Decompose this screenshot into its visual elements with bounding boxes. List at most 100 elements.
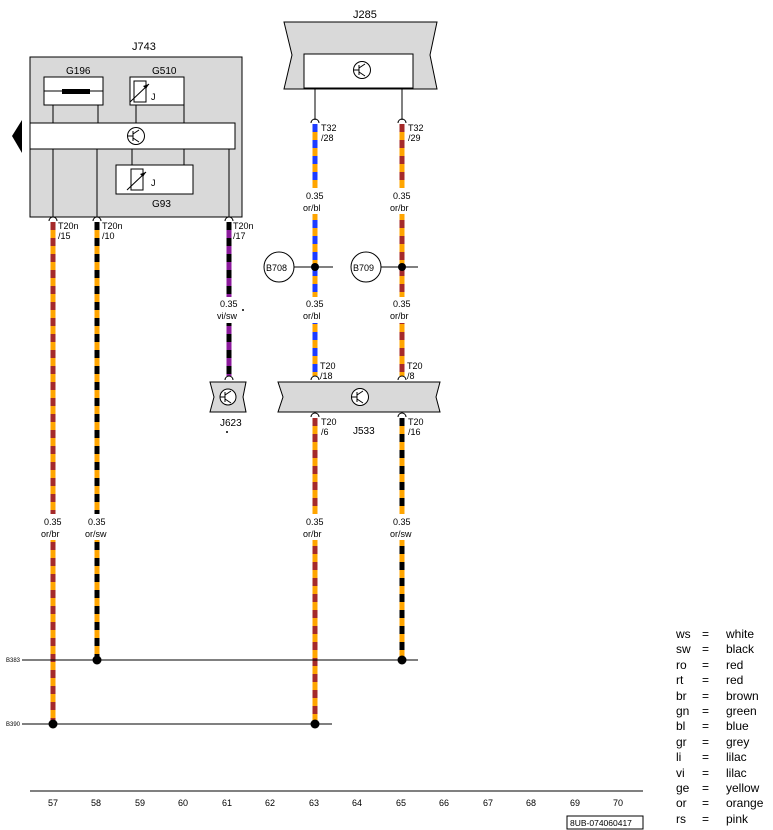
legend-eq: = (702, 811, 710, 826)
svg-text:/8: /8 (407, 371, 415, 381)
legend-color: grey (726, 734, 750, 749)
svg-text:0.35: 0.35 (88, 517, 106, 527)
legend-eq: = (702, 627, 710, 641)
svg-text:T20n: T20n (233, 221, 254, 231)
svg-text:or/bl: or/bl (303, 311, 321, 321)
svg-text:B383: B383 (6, 658, 21, 664)
legend-eq: = (702, 673, 710, 688)
legend-row: vi=lilac (676, 766, 763, 781)
legend-row: br=brown (676, 689, 763, 704)
svg-text:57: 57 (48, 798, 58, 808)
legend-eq: = (702, 781, 710, 796)
connector-pin: T20n /10 (92, 216, 123, 241)
legend-row: sw = black (676, 642, 763, 657)
legend-code: li (676, 750, 682, 765)
connector-pin: T20n /17 (224, 216, 254, 241)
legend-color: black (726, 642, 755, 657)
svg-text:/10: /10 (102, 231, 115, 241)
svg-text:0.35: 0.35 (306, 299, 324, 309)
legend-color: pink (726, 811, 749, 826)
svg-text:J: J (151, 92, 156, 102)
wire-label: 0.35 or/br (390, 191, 411, 213)
bus-B390: B390 (6, 719, 332, 729)
svg-text:/29: /29 (408, 133, 421, 143)
svg-text:69: 69 (570, 798, 580, 808)
splice-B708: B708 (263, 251, 333, 283)
legend-eq: = (702, 719, 710, 734)
svg-text:68: 68 (526, 798, 536, 808)
svg-text:0.35: 0.35 (306, 191, 324, 201)
svg-text:0.35: 0.35 (393, 517, 411, 527)
wire-label: 0.35 or/br (41, 517, 62, 539)
g196-label: G196 (66, 66, 91, 77)
connector-pin (224, 375, 234, 381)
legend-eq: = (702, 642, 710, 657)
svg-text:T20n: T20n (58, 221, 79, 231)
svg-text:0.35: 0.35 (44, 517, 62, 527)
legend-eq: = (702, 704, 710, 719)
svg-text:63: 63 (309, 798, 319, 808)
wire-label: 0.35 or/br (390, 299, 411, 321)
legend-code: gr (676, 734, 687, 749)
legend-row: rs = pink (676, 812, 763, 827)
connector-pin: T20 /6 (310, 412, 337, 437)
svg-text:or/sw: or/sw (85, 529, 107, 539)
transistor-icon (351, 388, 369, 406)
wire-label: 0.35 or/bl (303, 299, 324, 321)
splice-B709: B709 (350, 251, 418, 283)
svg-text:67: 67 (483, 798, 493, 808)
legend-color: lilac (726, 765, 747, 780)
legend-code: br (676, 688, 687, 703)
legend-color: white (726, 627, 755, 641)
svg-text:/16: /16 (408, 427, 421, 437)
svg-text:/6: /6 (321, 427, 329, 437)
legend-color: red (726, 657, 744, 672)
svg-text:60: 60 (178, 798, 188, 808)
legend-eq: = (702, 657, 710, 672)
svg-text:64: 64 (352, 798, 362, 808)
svg-text:/18: /18 (320, 371, 333, 381)
transistor-icon (127, 127, 145, 145)
legend-row: li=lilac (676, 750, 763, 765)
bus-B383: B383 (6, 655, 418, 665)
legend-color: blue (726, 719, 749, 734)
svg-text:or/bl: or/bl (303, 203, 321, 213)
svg-text:J: J (151, 178, 156, 188)
svg-text:T20: T20 (407, 361, 423, 371)
connector-pin: T20 /16 (397, 412, 424, 437)
g510-label: G510 (152, 66, 177, 77)
legend-eq: = (702, 734, 710, 749)
svg-text:65: 65 (396, 798, 406, 808)
legend-eq: = (702, 796, 710, 811)
svg-text:T20: T20 (320, 361, 336, 371)
column-ruler: 57 58 59 60 61 62 63 64 65 66 67 68 69 7… (30, 790, 643, 808)
svg-text:T32: T32 (321, 123, 337, 133)
svg-text:or/br: or/br (303, 529, 322, 539)
legend-code: sw (676, 642, 691, 657)
svg-text:0.35: 0.35 (306, 517, 324, 527)
svg-text:/17: /17 (233, 231, 246, 241)
svg-text:0.35: 0.35 (220, 299, 238, 309)
svg-text:58: 58 (91, 798, 101, 808)
wire-label: 0.35 or/sw (85, 517, 107, 539)
legend-row: ws=white (676, 627, 763, 642)
svg-text:or/br: or/br (390, 203, 409, 213)
control-unit-J743: J743 G196 G510 J G93 (29, 41, 243, 218)
connector-pin: T20n /15 (48, 216, 79, 241)
j623-label: J623 (220, 418, 242, 429)
svg-text:T32: T32 (408, 123, 424, 133)
svg-text:59: 59 (135, 798, 145, 808)
j743-label: J743 (132, 41, 156, 53)
transistor-icon (219, 388, 237, 406)
legend-row: rt=red (676, 673, 763, 688)
svg-text:or/br: or/br (41, 529, 60, 539)
svg-text:B709: B709 (353, 263, 374, 273)
control-unit-J285: J285 (283, 9, 438, 120)
j285-label: J285 (353, 9, 377, 21)
wire-label: 0.35 or/br (303, 517, 324, 539)
legend-row: gr = grey (676, 735, 763, 750)
svg-text:8UB-074060417: 8UB-074060417 (570, 818, 632, 828)
legend-row: or=orange (676, 796, 763, 811)
legend-code: rs (676, 811, 686, 826)
